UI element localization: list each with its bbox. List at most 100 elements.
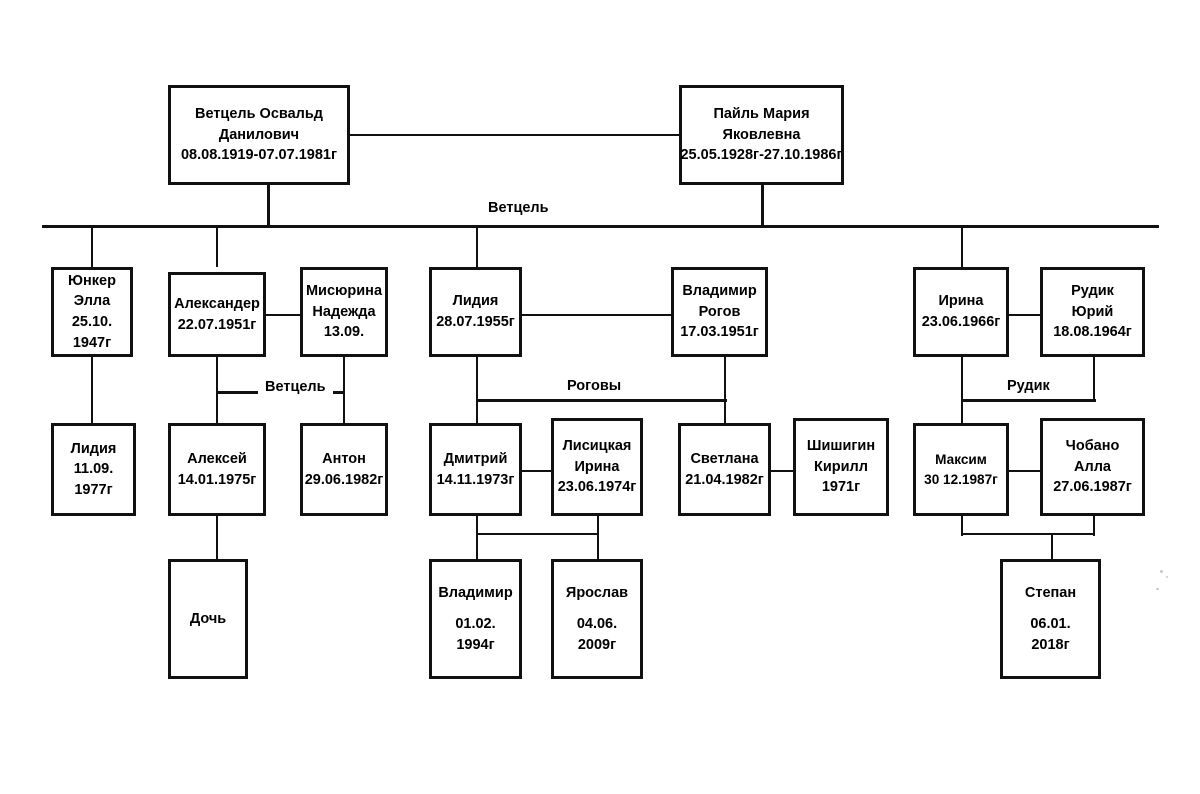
- person-dates: 23.06.1974г: [557, 479, 637, 496]
- marriage-link-svetlana-shishigin: [771, 470, 793, 472]
- person-dates: 30 12.1987г: [924, 471, 998, 487]
- connector-rogov-down: [724, 357, 726, 401]
- person-name-line1: Степан: [1024, 584, 1077, 601]
- person-name-line2: Алла: [1074, 458, 1111, 475]
- connector-bus-to-vladimir-g4: [476, 533, 478, 561]
- marriage-link-g1: [350, 134, 679, 136]
- sibling-bus-dmitriy-children: [476, 533, 599, 535]
- person-box-vetcel-osvald[interactable]: Ветцель Освальд Данилович 08.08.1919-07.…: [168, 85, 350, 185]
- person-box-yunker-ella[interactable]: Юнкер Элла 25.10. 1947г: [51, 267, 133, 357]
- connector-bus-to-aleksey: [216, 391, 218, 423]
- marriage-link-maksim-chobano: [1009, 470, 1040, 472]
- connector-dmitriy-down: [476, 516, 478, 536]
- person-name-line2: Элла: [73, 293, 111, 310]
- connector-bus-to-anton: [343, 391, 345, 423]
- scan-speck: [1160, 570, 1163, 573]
- connector-father-to-bus: [267, 185, 270, 227]
- person-box-yaroslav[interactable]: Ярослав 04.06. 2009г: [551, 559, 643, 679]
- person-name-line1: Шишигин: [806, 438, 876, 455]
- person-dates: 14.01.1975г: [177, 471, 257, 488]
- person-box-stepan[interactable]: Степан 06.01. 2018г: [1000, 559, 1101, 679]
- connector-bus-to-stepan: [1051, 533, 1053, 561]
- person-name-line2: Кирилл: [814, 458, 868, 475]
- person-name-line2: Данилович: [218, 126, 300, 143]
- person-box-aleksander[interactable]: Александер 22.07.1951г: [168, 272, 266, 357]
- person-name-line1: Юнкер: [68, 272, 116, 289]
- sibling-bus-maksim-children: [961, 533, 1095, 535]
- person-box-dmitriy[interactable]: Дмитрий 14.11.1973г: [429, 423, 522, 516]
- connector-irina-down: [961, 357, 963, 401]
- person-dates: 29.06.1982г: [304, 471, 384, 488]
- person-box-lidiya-g3[interactable]: Лидия 11.09. 1977г: [51, 423, 136, 516]
- person-date-line1: 01.02.: [455, 616, 496, 633]
- person-name-line1: Ирина: [938, 293, 984, 310]
- person-date-line2: 1947г: [72, 334, 112, 351]
- person-box-vladimir-g4[interactable]: Владимир 01.02. 1994г: [429, 559, 522, 679]
- person-name-line1: Максим: [935, 452, 987, 468]
- person-name-line1: Дмитрий: [443, 450, 508, 467]
- bus-label-vetcel-sub: Ветцель: [258, 379, 333, 395]
- scan-speck: [1166, 576, 1168, 578]
- person-box-irina-g2[interactable]: Ирина 23.06.1966г: [913, 267, 1009, 357]
- person-date-line2: 2018г: [1031, 636, 1070, 653]
- person-date-line1: 04.06.: [576, 616, 618, 633]
- person-date-line1: 06.01.: [1030, 616, 1071, 633]
- connector-aleksander-down: [216, 357, 218, 393]
- person-name-line1: Пайль Мария: [713, 106, 810, 123]
- connector-bus-to-irina: [961, 227, 963, 267]
- connector-aleksey-to-doch: [216, 516, 218, 561]
- person-name-line2: Рогов: [698, 303, 741, 320]
- connector-bus-to-lidiya: [476, 227, 478, 267]
- person-date-line1: 25.10.: [71, 314, 113, 330]
- person-box-payl-mariya[interactable]: Пайль Мария Яковлевна 25.05.1928г-27.10.…: [679, 85, 844, 185]
- marriage-link-lidiya-rogov: [522, 314, 671, 316]
- person-name-line1: Дочь: [189, 610, 227, 627]
- person-name-line1: Александер: [174, 295, 260, 312]
- person-name-line1: Рудик: [1071, 283, 1114, 300]
- person-box-shishigin-kirill[interactable]: Шишигин Кирилл 1971г: [793, 418, 889, 516]
- person-box-vladimir-rogov[interactable]: Владимир Рогов 17.03.1951г: [671, 267, 768, 357]
- person-dates: 13.09.: [323, 324, 365, 341]
- person-box-aleksey[interactable]: Алексей 14.01.1975г: [168, 423, 266, 516]
- connector-bus-to-dmitriy: [476, 399, 478, 423]
- person-dates: 17.03.1951г: [680, 324, 759, 341]
- person-box-maksim[interactable]: Максим 30 12.1987г: [913, 423, 1009, 516]
- person-box-lidiya-g2[interactable]: Лидия 28.07.1955г: [429, 267, 522, 357]
- connector-bus-to-svetlana: [724, 399, 726, 423]
- person-box-anton[interactable]: Антон 29.06.1982г: [300, 423, 388, 516]
- person-box-rudik-yuriy[interactable]: Рудик Юрий 18.08.1964г: [1040, 267, 1145, 357]
- person-dates: 23.06.1966г: [921, 314, 1001, 330]
- marriage-link-irina-rudik: [1009, 314, 1040, 316]
- person-dates: 28.07.1955г: [436, 314, 515, 330]
- person-dates: 22.07.1951г: [177, 316, 257, 333]
- person-name-line1: Лидия: [70, 440, 117, 457]
- person-box-chobano-alla[interactable]: Чобано Алла 27.06.1987г: [1040, 418, 1145, 516]
- person-box-doch[interactable]: Дочь: [168, 559, 248, 679]
- person-name-line1: Антон: [322, 450, 366, 467]
- person-box-misyurina-nadezhda[interactable]: Мисюрина Надежда 13.09.: [300, 267, 388, 357]
- person-name-line1: Владимир: [682, 283, 757, 300]
- connector-lidiya-down: [476, 357, 478, 401]
- person-box-lisitskaya-irina[interactable]: Лисицкая Ирина 23.06.1974г: [551, 418, 643, 516]
- sibling-bus-rudik: [961, 399, 1096, 402]
- person-dates: 21.04.1982г: [685, 471, 764, 488]
- person-dates: 25.05.1928г-27.10.1986г: [680, 147, 843, 164]
- person-name-line2: Надежда: [312, 303, 376, 320]
- bus-label-vetcel-main: Ветцель: [481, 200, 556, 216]
- person-name-line1: Ветцель Освальд: [194, 106, 324, 123]
- person-dates: 14.11.1973г: [436, 471, 515, 488]
- person-name-line1: Алексей: [187, 450, 247, 467]
- person-dates: 08.08.1919-07.07.1981г: [180, 147, 337, 164]
- bus-label-rudik: Рудик: [1000, 378, 1057, 394]
- sibling-bus-main: [42, 225, 1159, 228]
- person-name-line2: Ирина: [574, 458, 620, 475]
- person-dates: 18.08.1964г: [1053, 324, 1132, 341]
- person-box-svetlana[interactable]: Светлана 21.04.1982г: [678, 423, 771, 516]
- scan-speck: [1156, 588, 1159, 590]
- connector-mother-to-bus: [761, 185, 764, 227]
- person-name-line1: Мисюрина: [305, 283, 383, 300]
- person-name-line1: Владимир: [438, 584, 513, 601]
- person-name-line1: Ярослав: [565, 584, 629, 601]
- person-date-line2: 2009г: [577, 636, 617, 653]
- sibling-bus-rogovy: [476, 399, 727, 402]
